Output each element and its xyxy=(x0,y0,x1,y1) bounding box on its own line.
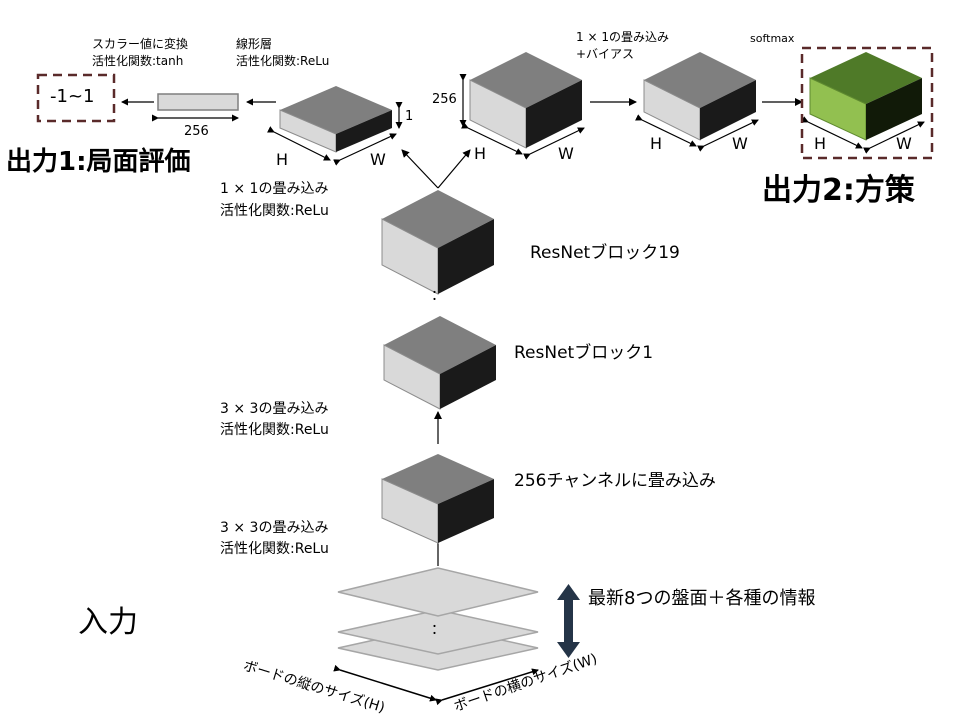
policy-head-title: 出力2:方策 xyxy=(762,173,915,208)
policy3-H-label: H xyxy=(814,134,827,153)
cube-policy-2 xyxy=(643,52,756,141)
linear-layer-bar xyxy=(157,93,239,111)
block19-label: ResNetブロック19 xyxy=(530,243,680,263)
softmax-label: softmax xyxy=(750,32,795,45)
conv2-label-line1: 3 × 3の畳み込み xyxy=(220,401,329,417)
policy-dim-256: 256 xyxy=(432,92,457,107)
value-dim-1: 1 xyxy=(405,109,414,124)
board-w-arrow xyxy=(435,668,539,706)
value-w-arrow xyxy=(333,133,397,166)
input-plane-top xyxy=(337,567,539,617)
cube-value-conv xyxy=(279,86,392,153)
input-ellipsis: ： xyxy=(431,622,445,638)
policy3-W-label: W xyxy=(896,134,912,153)
cube-resnet-block1 xyxy=(383,316,496,410)
policy2-H-label: H xyxy=(650,134,663,153)
arrow-to-policy-head xyxy=(437,149,471,189)
cube-resnet-block19 xyxy=(381,190,494,295)
arrow-to-value-head xyxy=(401,149,439,189)
cube-policy-1 xyxy=(469,52,582,149)
input-info-label: 最新8つの盤面＋各種の情報 xyxy=(588,588,816,609)
input-title: 入力 xyxy=(78,605,138,640)
policy2-w-arrow xyxy=(697,119,759,152)
policy1-h-arrow xyxy=(461,122,523,155)
value-output-range: -1~1 xyxy=(50,86,95,107)
value-W-label: W xyxy=(370,150,386,169)
value-H-label: H xyxy=(276,150,289,169)
linear-dim-256: 256 xyxy=(184,124,209,139)
value-head-title: 出力1:局面評価 xyxy=(6,147,191,177)
input-plane-middle xyxy=(337,609,539,655)
policy1-w-arrow xyxy=(523,127,585,160)
cube-conv256 xyxy=(381,454,494,544)
conv2-label-line2: 活性化関数:ReLu xyxy=(220,422,329,438)
policy2-W-label: W xyxy=(732,134,748,153)
linear-label-line2: 活性化関数:ReLu xyxy=(236,54,330,68)
value-h-arrow xyxy=(267,126,331,161)
conv3-label-line1: 1 × 1の畳み込み xyxy=(220,181,329,197)
policy-output-box xyxy=(800,46,934,160)
stack-double-arrow xyxy=(557,584,580,658)
value-output-box xyxy=(36,73,116,123)
block0-label: 256チャンネルに畳み込み xyxy=(514,471,716,491)
trunk-ellipsis: ： xyxy=(431,288,445,304)
linear-label-line1: 線形層 xyxy=(236,37,273,51)
policy3-h-arrow xyxy=(801,116,863,149)
conv3-label-line2: 活性化関数:ReLu xyxy=(220,203,329,219)
policy2-h-arrow xyxy=(635,114,697,147)
scalar-label-line2: 活性化関数:tanh xyxy=(92,54,184,68)
board-h-arrow xyxy=(333,664,437,702)
scalar-label-line1: スカラー値に変換 xyxy=(92,37,189,51)
policy1-H-label: H xyxy=(474,144,487,163)
input-planes xyxy=(337,567,539,671)
conv1-label-line1: 3 × 3の畳み込み xyxy=(220,520,329,536)
policy-conv-line1: 1 × 1の畳み込み xyxy=(576,30,669,44)
policy1-W-label: W xyxy=(558,144,574,163)
policy3-w-arrow xyxy=(863,121,925,154)
policy-conv-line2: +バイアス xyxy=(576,47,635,61)
block1-label: ResNetブロック1 xyxy=(514,343,654,363)
conv1-label-line2: 活性化関数:ReLu xyxy=(220,541,329,557)
cube-policy-output xyxy=(809,52,922,141)
